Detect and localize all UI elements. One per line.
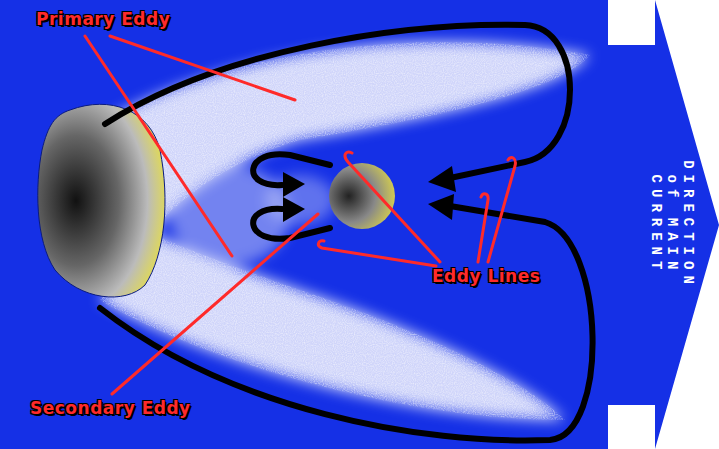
leader-lines [85,36,515,394]
large-rock [38,104,165,297]
direction-label: DIRECTION of MAIN CURRENT [648,155,696,295]
eddy-flow-lines [100,25,593,441]
label-position: Primary Eddy [36,9,170,29]
small-rock [329,163,395,229]
eddy-label: Primary Eddy [36,9,170,29]
label-position: Eddy Lines [432,266,540,286]
label-position: Secondary Eddy [30,398,191,418]
flow-arrowheads [283,166,456,222]
eddy-line-label: Eddy Lines [432,266,540,286]
turbulence [100,42,590,420]
eddy-label: Secondary Eddy [30,398,191,418]
current-direction-arrow: DIRECTION of MAIN CURRENT [608,0,719,449]
